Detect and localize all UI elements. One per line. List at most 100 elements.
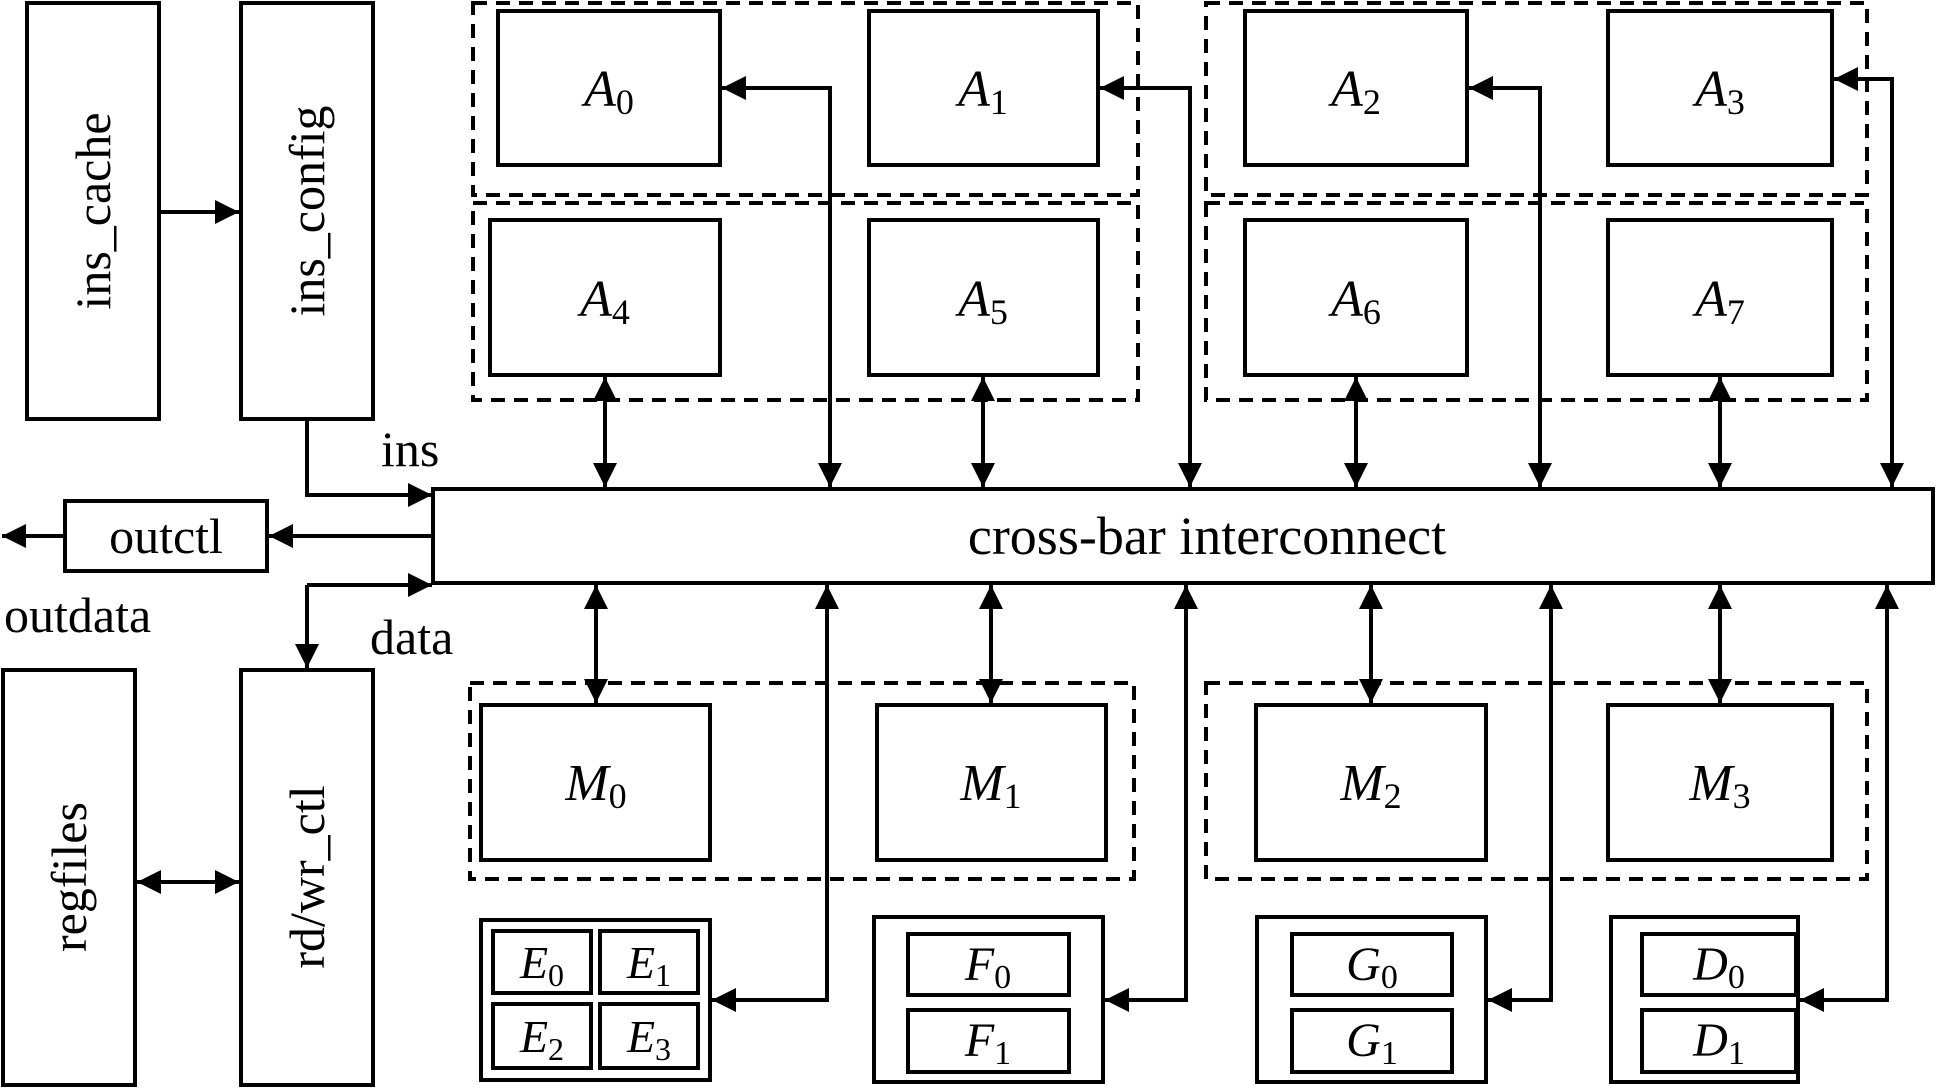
f-1-sub: 1 [994,1035,1011,1072]
e-0-letter: E [519,937,548,988]
g-1-sub: 1 [1381,1035,1398,1072]
svg-text:G0: G0 [1346,938,1398,996]
d-0-letter: D [1692,938,1728,991]
svg-text:M3: M3 [1688,755,1750,816]
g-1-letter: G [1346,1014,1381,1067]
rdwr-ctl-block [239,668,375,1087]
crossbar-interconnect [431,487,1935,585]
d-1-sub: 1 [1728,1035,1745,1072]
svg-text:M1: M1 [959,755,1021,816]
a0-crossbar-link [722,76,842,487]
svg-text:D0: D0 [1692,938,1745,996]
e-1-sub: 1 [655,957,671,993]
svg-text:A3: A3 [1692,61,1745,122]
m-unit-0: M0 [479,703,712,862]
g-0-letter: G [1346,938,1381,991]
outdata-label: outdata [4,587,151,643]
d-crossbar-link [1800,585,1899,1012]
a-1-letter: A [955,61,990,118]
a-unit-6: A6 [1243,218,1469,377]
g-0-sub: 0 [1381,959,1398,996]
e-2-sub: 2 [548,1031,564,1067]
ins-cache-label: ins_cache [65,112,121,309]
svg-text:F0: F0 [964,938,1011,996]
a-unit-4: A4 [488,218,722,377]
regfiles-block [1,668,137,1087]
a-unit-0: A0 [496,9,722,167]
ins-signal-label: ins [381,421,439,477]
svg-text:E0: E0 [519,937,564,993]
data-signal-label: data [370,609,453,665]
outctl-block [63,499,269,573]
f-crossbar-link [1105,585,1198,1012]
m-unit-1: M1 [875,703,1108,862]
a-7-letter: A [1692,271,1727,328]
svg-text:A2: A2 [1328,61,1381,122]
a-unit-7: A7 [1606,218,1834,377]
rdwr-ctl-label: rd/wr_ctl [279,785,335,968]
svg-text:A1: A1 [955,61,1008,122]
a2-crossbar-link [1469,76,1552,487]
a-2-sub: 2 [1363,82,1381,122]
m-2-sub: 2 [1384,776,1402,816]
d-unit-group: D0 D1 [1609,915,1800,1084]
svg-text:M2: M2 [1339,755,1401,816]
m-1-sub: 1 [1004,776,1022,816]
a-5-sub: 5 [990,292,1008,332]
d-1-letter: D [1692,1014,1728,1067]
a-unit-3: A3 [1606,9,1834,167]
a-1-sub: 1 [990,82,1008,122]
svg-text:M0: M0 [564,755,626,816]
a-2-letter: A [1328,61,1363,118]
f-1-letter: F [964,1014,995,1067]
a-4-sub: 4 [612,292,630,332]
e-unit-group: E0 E1 E2 E3 [479,918,712,1082]
m-0-sub: 0 [609,776,627,816]
a-unit-1: A1 [867,9,1100,167]
m-2-letter: M [1339,755,1386,812]
a-5-letter: A [955,271,990,328]
a-unit-2: A2 [1243,9,1469,167]
a-0-sub: 0 [616,82,634,122]
a-6-letter: A [1328,271,1363,328]
svg-text:A7: A7 [1692,271,1745,332]
a-3-sub: 3 [1727,82,1745,122]
f-0-sub: 0 [994,959,1011,996]
a-7-sub: 7 [1727,292,1745,332]
a-4-letter: A [577,271,612,328]
ins-config-block [239,1,375,421]
f-0-letter: F [964,938,995,991]
svg-text:A0: A0 [581,61,634,122]
ins-config-label: ins_config [279,105,335,316]
svg-text:A5: A5 [955,271,1008,332]
e-3-sub: 3 [655,1031,671,1067]
f-unit-group: F0 F1 [872,915,1105,1084]
svg-text:A6: A6 [1328,271,1381,332]
a-6-sub: 6 [1363,292,1381,332]
a-unit-5: A5 [867,218,1100,377]
a3-crossbar-link [1834,67,1904,487]
a-0-letter: A [581,61,616,118]
regfiles-label: regfiles [41,802,97,952]
a1-crossbar-link [1100,76,1202,487]
d-0-sub: 0 [1728,959,1745,996]
m-3-letter: M [1688,755,1735,812]
svg-text:A4: A4 [577,271,630,332]
m-unit-2: M2 [1254,703,1488,862]
e-0-sub: 0 [548,957,564,993]
g-unit-group: G0 G1 [1255,915,1488,1084]
ins-cache-block [25,1,161,421]
svg-text:E3: E3 [626,1011,671,1067]
e-crossbar-link [712,585,839,1012]
m-1-letter: M [959,755,1006,812]
svg-text:G1: G1 [1346,1014,1398,1072]
m-unit-3: M3 [1606,703,1834,862]
svg-text:E2: E2 [519,1011,564,1067]
e-2-letter: E [519,1011,548,1062]
ins-signal-arrow [305,421,432,507]
g-crossbar-link [1488,585,1563,1012]
m-0-letter: M [564,755,611,812]
outctl-label: outctl [109,508,223,564]
svg-text:F1: F1 [964,1014,1011,1072]
